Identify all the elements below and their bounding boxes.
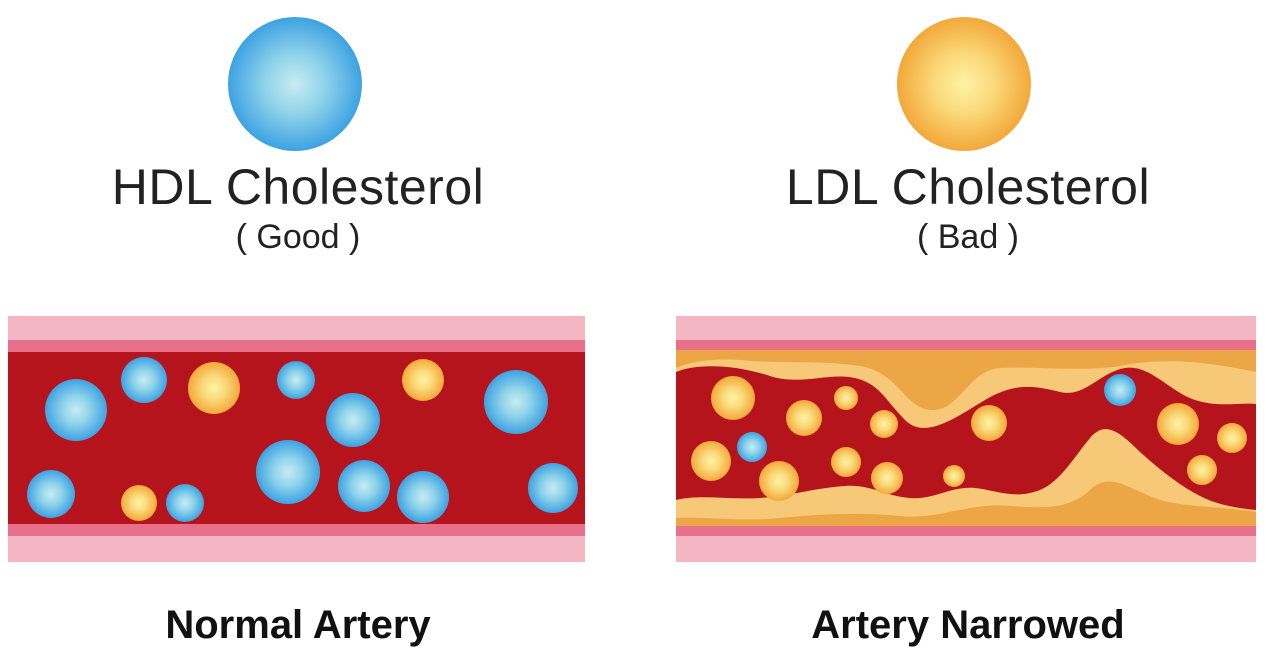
narrowed-artery-caption: Artery Narrowed <box>668 603 1268 648</box>
normal-artery-caption: Normal Artery <box>0 603 598 648</box>
ldl-subtitle: ( Bad ) <box>668 218 1268 257</box>
hdl-subtitle: ( Good ) <box>0 218 598 257</box>
hdl-column: HDL Cholesterol ( Good ) Normal Artery <box>0 0 600 662</box>
hdl-title: HDL Cholesterol <box>0 158 598 216</box>
ldl-title: LDL Cholesterol <box>668 158 1268 216</box>
ldl-column: LDL Cholesterol ( Bad ) Artery Narrowed <box>668 0 1268 662</box>
